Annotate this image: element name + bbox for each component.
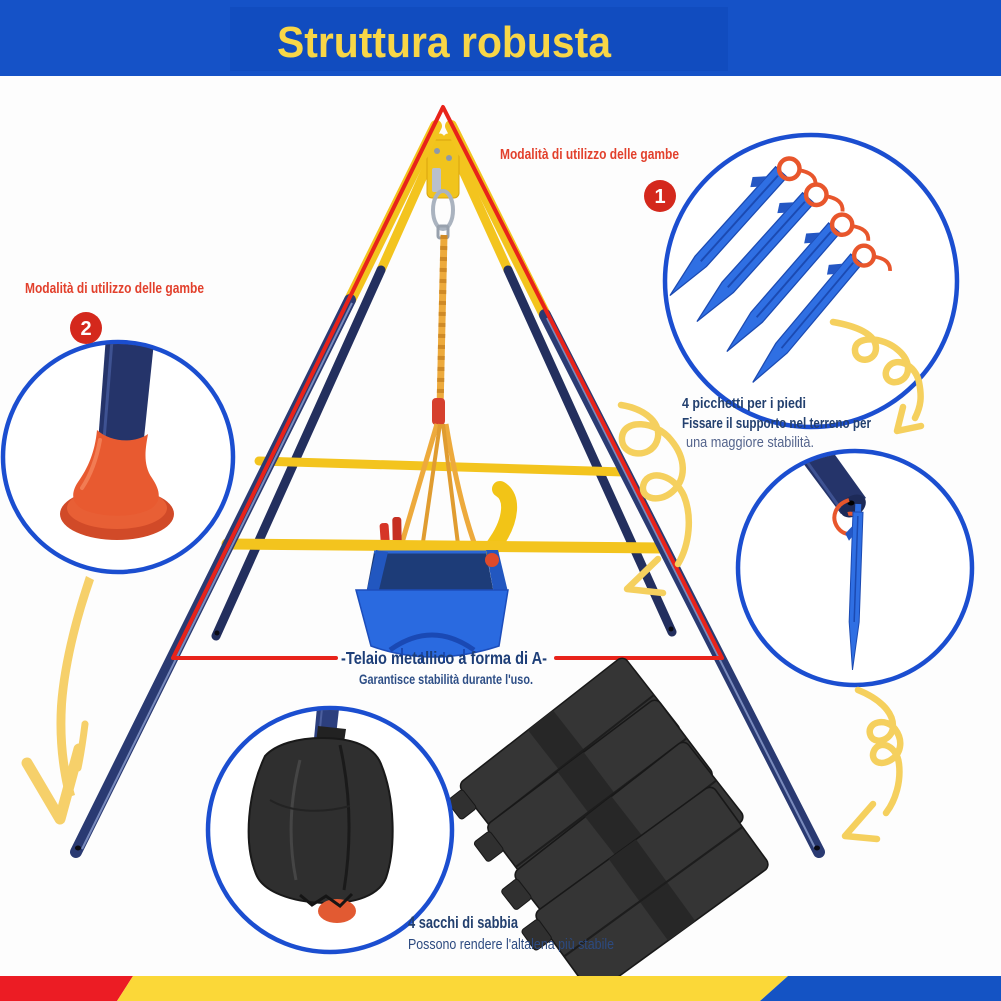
red-a-frame-highlight <box>171 105 724 660</box>
note-frame-subtitle: Garantisce stabilità durante l'uso. <box>359 671 533 687</box>
footer-stripe-blue <box>760 976 1001 1001</box>
note-sandbags-title: 4 sacchi di sabbia <box>408 914 519 932</box>
curly-arrow-top-right <box>829 318 925 435</box>
badge-1-number: 1 <box>654 186 665 208</box>
callout-circle-stakes <box>657 132 960 430</box>
header-banner: Struttura robusta <box>0 0 1001 76</box>
swing-seat <box>355 550 509 663</box>
page-title: Struttura robusta <box>277 18 611 67</box>
curly-arrow-middle <box>617 401 692 597</box>
footer-stripe-red <box>0 976 133 1001</box>
badge-1: 1 <box>644 180 676 212</box>
a-frame-swing <box>70 105 825 858</box>
callout-2-label: Modalità di utilizzo delle gambe <box>25 281 204 297</box>
callout-circle-foot <box>0 339 236 575</box>
sandbag-closeup <box>247 726 394 923</box>
callout-1-label: Modalità di utilizzo delle gambe <box>500 147 679 163</box>
note-stakes-title: 4 picchetti per i piedi <box>682 395 806 412</box>
footer-stripe-yellow <box>117 976 788 1001</box>
curly-arrow-bottom-right <box>841 686 904 843</box>
callout-circle-sandbag <box>205 705 455 955</box>
leg-pole-closeup <box>98 344 154 448</box>
apex-clamp <box>426 139 460 199</box>
note-stakes-line1: Fissare il supporto nel terreno per <box>682 415 871 432</box>
rope-hook-knob <box>485 553 499 567</box>
note-sandbags-subtitle: Possono rendere l'altalena più stabile <box>408 937 614 953</box>
note-frame: -Telaio metallico a forma di A- Garantis… <box>341 648 547 687</box>
badge-2: 2 <box>70 312 102 344</box>
crossbar-upper <box>254 456 629 477</box>
note-frame-title: -Telaio metallico a forma di A- <box>341 648 547 668</box>
sandbag-foot-tip <box>318 899 356 923</box>
crossbar-lower <box>221 538 669 554</box>
footer-stripe <box>0 976 1001 1001</box>
stake-icon <box>845 503 864 670</box>
note-sandbags: 4 sacchi di sabbia Possono rendere l'alt… <box>408 914 614 953</box>
brush-arrow-bottom-left <box>21 576 94 825</box>
note-stakes: 4 picchetti per i piedi Fissare il suppo… <box>682 395 871 451</box>
foot-cap-closeup <box>60 430 174 540</box>
note-stakes-line2: una maggiore stabilità. <box>686 435 814 451</box>
swing-rope <box>396 234 479 557</box>
badge-2-number: 2 <box>80 318 91 340</box>
